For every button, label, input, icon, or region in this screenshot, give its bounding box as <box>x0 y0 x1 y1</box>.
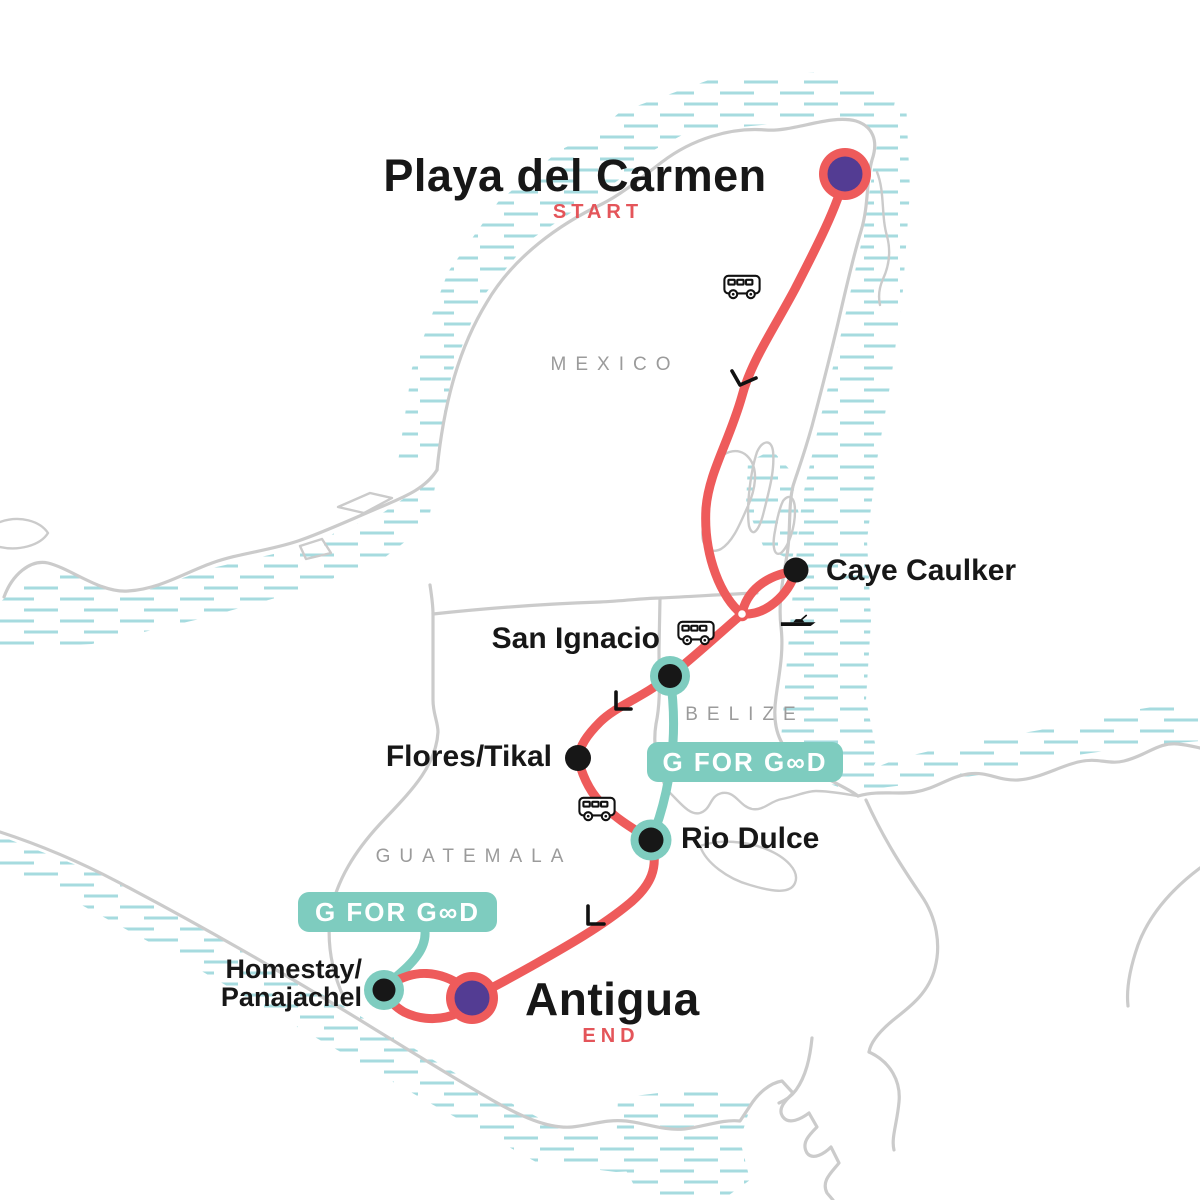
start-status-label: START <box>552 201 644 223</box>
stop-marker-caye-caulker <box>783 557 809 583</box>
stop-marker-flores-tikal <box>565 745 591 771</box>
stop-label-homestay-panajachel: Homestay/ Panajachel <box>120 955 362 1011</box>
end-status-label: END <box>582 1025 640 1047</box>
route-teal <box>379 671 678 995</box>
coastlines <box>0 117 1200 1200</box>
stop-marker-rio-dulce <box>630 819 672 861</box>
stop-label-san-ignacio: San Ignacio <box>491 622 660 655</box>
stop-marker-san-ignacio <box>650 656 690 696</box>
country-label-mexico: MEXICO <box>550 354 680 375</box>
stop-label-caye-caulker: Caye Caulker <box>826 554 1017 587</box>
stop-label-rio-dulce: Rio Dulce <box>681 822 820 855</box>
g-for-good-badge-guatemala: G FOR G∞D <box>298 892 497 932</box>
stop-marker-homestay-panajachel <box>364 970 404 1010</box>
bus-icon <box>723 274 761 300</box>
stop-marker-antigua <box>446 972 498 1024</box>
start-stop-label: Playa del Carmen <box>383 150 767 201</box>
stop-label-flores-tikal: Flores/Tikal <box>385 740 552 773</box>
country-label-guatemala: GUATEMALA <box>375 846 573 867</box>
stop-marker-playa-del-carmen <box>819 148 871 200</box>
end-stop-label: Antigua <box>525 973 700 1025</box>
g-for-good-badge-belize: G FOR G∞D <box>647 742 843 782</box>
ocean-hatch <box>0 72 1200 1200</box>
route-crossing-ring <box>734 606 750 622</box>
g-for-good-badge-label: G FOR G∞D <box>314 896 481 927</box>
bus-icon <box>677 620 715 646</box>
bus-icon <box>578 796 616 822</box>
g-for-good-badge-label: G FOR G∞D <box>662 746 828 777</box>
stop-label-homestay-line1: Homestay/ <box>225 954 362 984</box>
stop-label-homestay-line2: Panajachel <box>220 982 362 1012</box>
country-label-belize: BELIZE <box>685 704 805 725</box>
route-direction-ticks <box>586 369 758 926</box>
